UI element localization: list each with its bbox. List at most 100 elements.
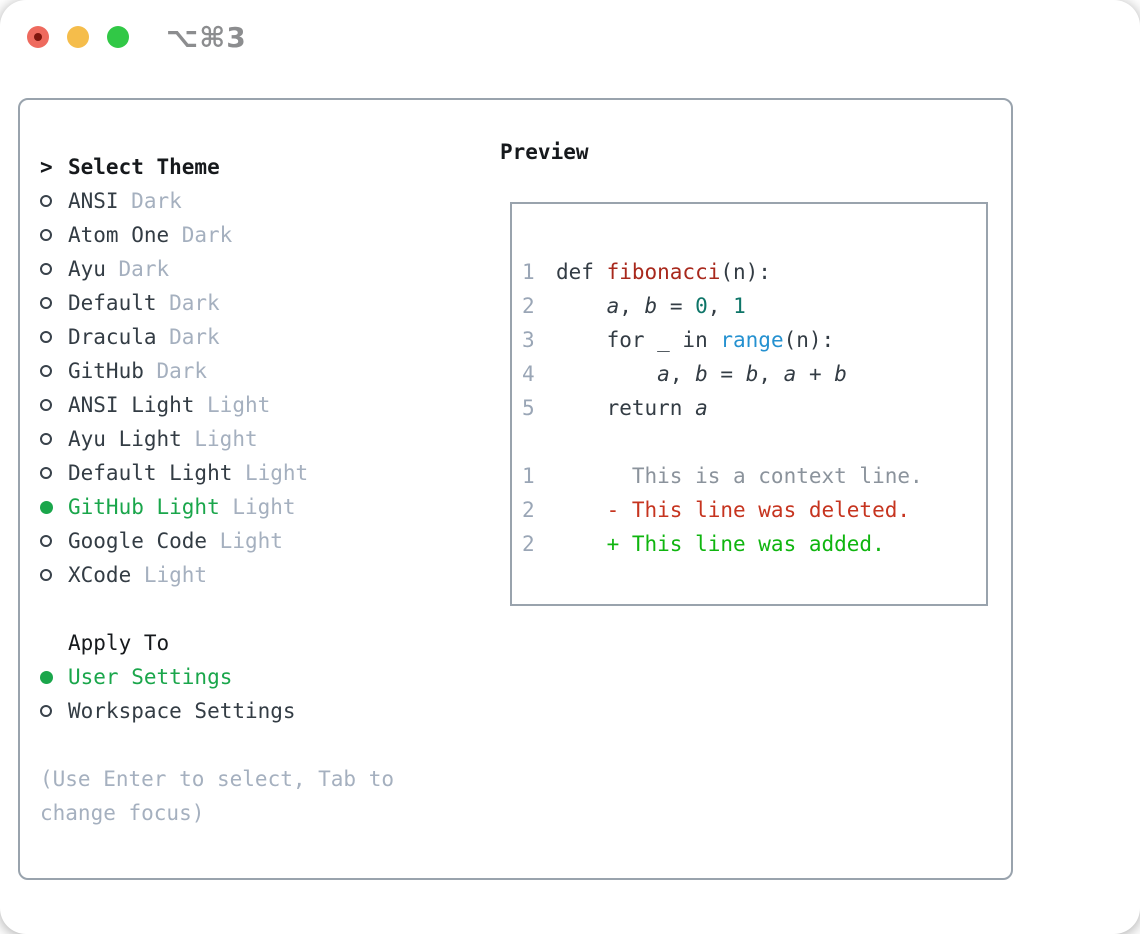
code-token: + This line was added. bbox=[556, 532, 885, 556]
theme-option[interactable]: XCode Light bbox=[40, 558, 394, 592]
select-theme-header: > Select Theme bbox=[40, 150, 394, 184]
radio-unselected-icon bbox=[40, 467, 68, 479]
radio-circle bbox=[40, 365, 52, 377]
theme-variant: Dark bbox=[181, 223, 233, 247]
code-token: def bbox=[556, 260, 607, 284]
theme-option[interactable]: GitHub Dark bbox=[40, 354, 394, 388]
radio-circle bbox=[40, 331, 52, 343]
code-line: 1 This is a context line. bbox=[522, 459, 986, 493]
theme-option[interactable]: Dracula Dark bbox=[40, 320, 394, 354]
code-line: 4 a, b = b, a + b bbox=[522, 357, 986, 391]
radio-circle bbox=[40, 229, 52, 241]
code-token: - This line was deleted. bbox=[556, 498, 911, 522]
radio-selected-icon bbox=[40, 670, 68, 684]
code-token: = bbox=[657, 294, 696, 318]
line-number: 4 bbox=[522, 362, 535, 386]
apply-to-option-label: Workspace Settings bbox=[68, 699, 296, 723]
theme-variant: Dark bbox=[156, 359, 208, 383]
minimize-button[interactable] bbox=[67, 26, 89, 48]
theme-option[interactable]: GitHub Light Light bbox=[40, 490, 394, 524]
theme-variant: Light bbox=[194, 427, 258, 451]
titlebar: ⌥⌘3 bbox=[0, 0, 1140, 74]
spacer bbox=[40, 592, 394, 626]
apply-to-label: Apply To bbox=[68, 631, 170, 655]
radio-circle bbox=[40, 433, 52, 445]
prompt-icon: > bbox=[40, 155, 53, 179]
close-button[interactable] bbox=[27, 26, 49, 48]
line-number: 5 bbox=[522, 396, 535, 420]
theme-name: GitHub bbox=[68, 359, 144, 383]
line-number: 2 bbox=[522, 294, 535, 318]
apply-to-option[interactable]: Workspace Settings bbox=[40, 694, 394, 728]
theme-variant: Dark bbox=[169, 325, 220, 349]
radio-unselected-icon bbox=[40, 229, 68, 241]
apply-to-option[interactable]: User Settings bbox=[40, 660, 394, 694]
line-number: 2 bbox=[522, 498, 535, 522]
window-title: ⌥⌘3 bbox=[166, 21, 247, 54]
theme-variant: Light bbox=[232, 495, 296, 519]
code-token: This is a context line. bbox=[556, 464, 923, 488]
radio-unselected-icon bbox=[40, 365, 68, 377]
help-text-line: change focus) bbox=[40, 801, 205, 825]
theme-variant: Dark bbox=[169, 291, 220, 315]
apply-to-header: Apply To bbox=[40, 626, 394, 660]
theme-variant: Light bbox=[143, 563, 208, 587]
radio-selected-icon bbox=[40, 500, 68, 514]
code-token: , bbox=[707, 294, 734, 318]
theme-name: Google Code bbox=[68, 529, 208, 553]
code-line: 2 + This line was added. bbox=[522, 527, 986, 561]
code-token: return bbox=[556, 396, 696, 420]
code-text: return a bbox=[556, 391, 708, 425]
code-token: b bbox=[644, 294, 658, 318]
preview-label: Preview bbox=[500, 140, 589, 164]
code-text: This is a context line. bbox=[556, 459, 923, 493]
radio-circle bbox=[40, 297, 52, 309]
code-token: (n): bbox=[720, 260, 771, 284]
code-text: + This line was added. bbox=[556, 527, 885, 561]
code-token: , bbox=[669, 362, 696, 386]
zoom-button[interactable] bbox=[107, 26, 129, 48]
apply-to-option-label: User Settings bbox=[68, 665, 233, 689]
code-token: + bbox=[796, 362, 835, 386]
theme-variant: Dark bbox=[131, 189, 182, 213]
radio-unselected-icon bbox=[40, 263, 68, 275]
code-token: range bbox=[720, 328, 784, 352]
theme-name: XCode bbox=[68, 563, 132, 587]
code-line: 3 for _ in range(n): bbox=[522, 323, 986, 357]
theme-name: Dracula bbox=[68, 325, 157, 349]
close-button-dot bbox=[34, 33, 42, 41]
radio-unselected-icon bbox=[40, 297, 68, 309]
radio-unselected-icon bbox=[40, 705, 68, 717]
code-token: , bbox=[758, 362, 784, 386]
code-token: a bbox=[606, 294, 620, 318]
theme-name: GitHub Light bbox=[68, 495, 220, 519]
code-token: a bbox=[657, 362, 670, 386]
radio-unselected-icon bbox=[40, 433, 68, 445]
code-token: for _ in bbox=[556, 328, 721, 352]
code-token: fibonacci bbox=[606, 260, 721, 284]
radio-unselected-icon bbox=[40, 195, 68, 207]
diff-block: 1 This is a context line. 2 - This line w… bbox=[522, 459, 986, 561]
radio-circle bbox=[40, 399, 52, 411]
theme-variant: Light bbox=[207, 393, 271, 417]
radio-circle bbox=[40, 569, 52, 581]
radio-circle bbox=[40, 467, 52, 479]
line-number: 2 bbox=[522, 532, 535, 556]
radio-circle bbox=[40, 500, 53, 514]
